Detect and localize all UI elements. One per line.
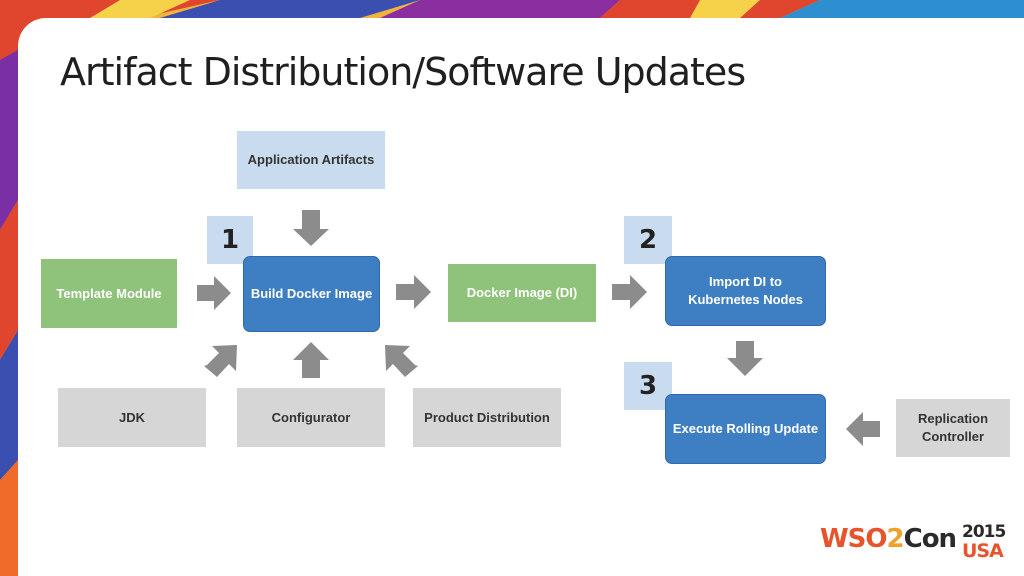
arrow-product-to-build: [385, 345, 418, 377]
execute-rolling-update-box: Execute Rolling Update: [665, 394, 826, 464]
product-distribution-box: Product Distribution: [413, 388, 561, 447]
arrow-jdk-to-build: [204, 345, 237, 377]
logo-two: 2: [886, 524, 905, 554]
wso2con-logo: WSO2Con 2015 USA: [820, 520, 1010, 566]
build-docker-image-box: Build Docker Image: [243, 256, 380, 332]
arrow-replication-to-execute: [846, 412, 880, 446]
jdk-box: JDK: [58, 388, 206, 447]
arrow-import-to-execute: [727, 341, 763, 376]
logo-wso: WSO: [820, 524, 888, 554]
arrow-build-to-docker: [396, 275, 431, 309]
configurator-box: Configurator: [237, 388, 385, 447]
logo-wordmark: WSO2Con: [820, 524, 957, 554]
application-artifacts-box: Application Artifacts: [237, 131, 385, 189]
arrow-docker-to-import: [612, 275, 647, 309]
import-di-box: Import DI to Kubernetes Nodes: [665, 256, 826, 326]
logo-year: 2015: [962, 522, 1006, 542]
docker-image-box: Docker Image (DI): [448, 264, 596, 322]
page-title: Artifact Distribution/Software Updates: [60, 50, 746, 94]
arrow-configurator-to-build: [293, 342, 329, 378]
replication-controller-box: Replication Controller: [896, 399, 1010, 457]
arrow-template-to-build: [197, 276, 231, 310]
step-1-badge: 1: [207, 216, 253, 264]
arrow-artifacts-to-build: [293, 210, 329, 246]
logo-country: USA: [962, 540, 1004, 562]
logo-con: Con: [903, 524, 957, 554]
step-2-badge: 2: [624, 216, 672, 264]
step-3-badge: 3: [624, 362, 672, 410]
template-module-box: Template Module: [41, 259, 177, 328]
